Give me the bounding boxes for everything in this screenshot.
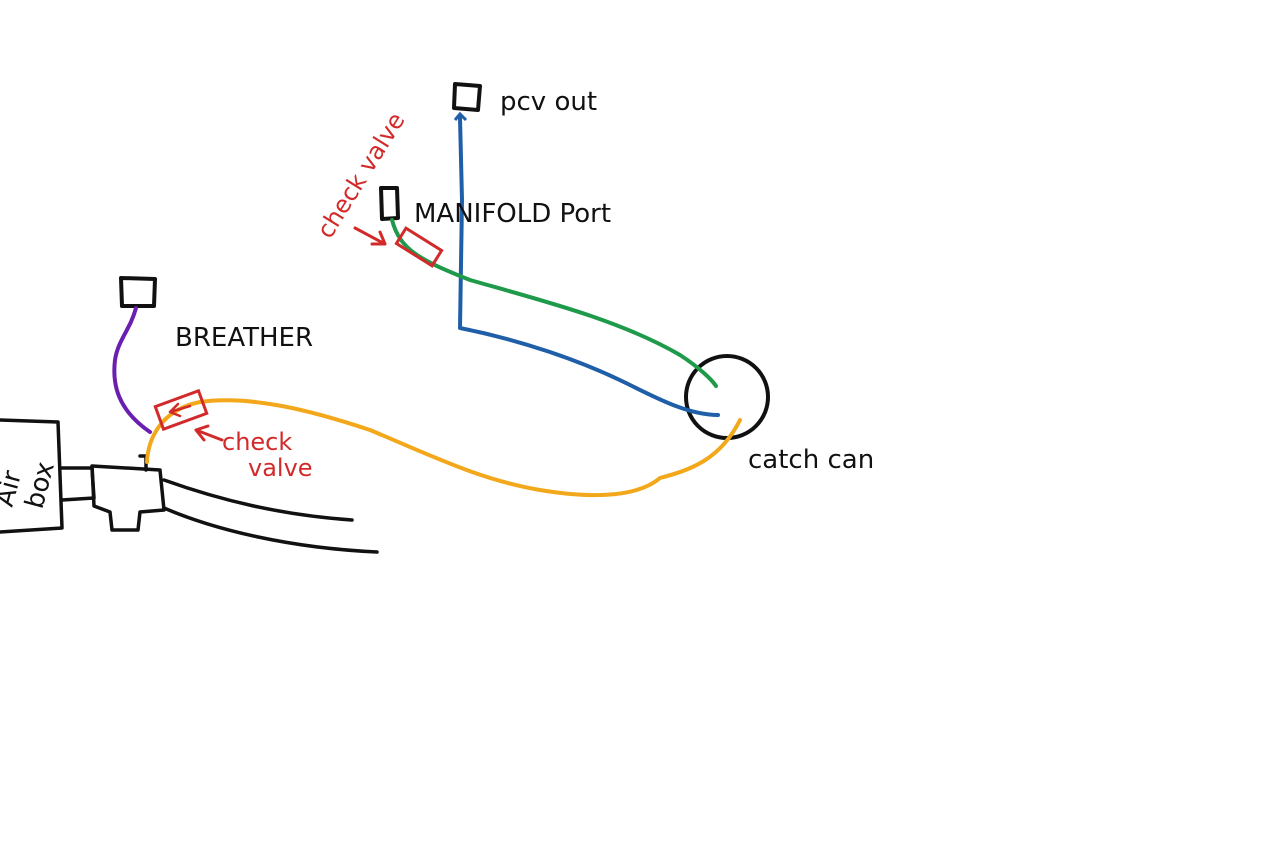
manifold-check-valve	[394, 226, 444, 268]
manifold-port-label: MANIFOLD Port	[414, 199, 611, 229]
top-check-valve-label: check valve	[311, 108, 410, 244]
breather-port	[119, 276, 157, 308]
manifold-check-arrow-icon	[353, 226, 387, 246]
air-box	[0, 418, 379, 554]
pcv-out-hose-tip	[453, 111, 468, 122]
manifold-hose	[390, 218, 718, 388]
breather-valve-arrow-icon	[168, 402, 192, 418]
breather-label: BREATHER	[175, 323, 313, 353]
intake-hose	[145, 398, 742, 498]
breather-check-valve	[153, 388, 209, 432]
air-box-label-line2: box	[20, 459, 61, 512]
bottom-check-valve-label-line2: valve	[248, 454, 313, 482]
pcv-out-hose	[458, 116, 720, 417]
breather-hose	[112, 306, 152, 434]
catch-can-label: catch can	[748, 445, 874, 475]
manifold-port	[379, 186, 400, 221]
bottom-check-valve-label-line1: check	[222, 428, 292, 456]
pcv-out-label: pcv out	[500, 87, 597, 117]
breather-check-arrow-icon	[194, 424, 224, 442]
pcv-out-port	[452, 82, 482, 112]
